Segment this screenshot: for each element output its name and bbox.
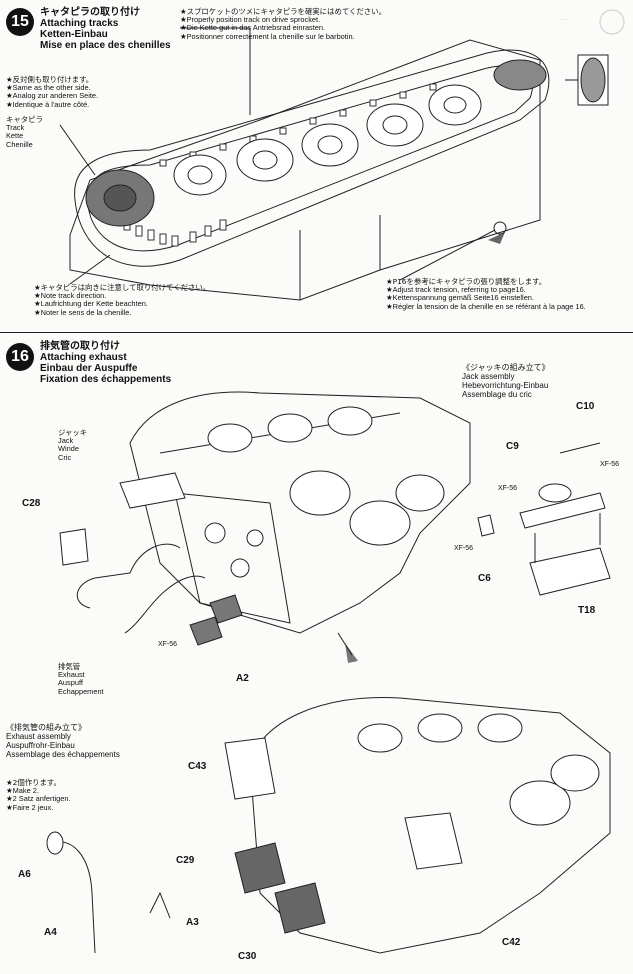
heading-line: Auspuffrohr-Einbau <box>6 741 75 750</box>
step-title-fr: Mise en place des chenilles <box>40 40 171 51</box>
heading-line: 《排気管の組み立て》 <box>6 723 86 732</box>
note-line: ★Kettenspannung gemäß Seite16 einstellen… <box>386 293 534 303</box>
jack-part-label: ジャッキ Jack Winde Cric <box>58 428 88 462</box>
track-attachment-illustration: … <box>59 9 625 301</box>
part-label-c6: C6 <box>478 573 491 584</box>
step-16-section: 16 排気管の取り付け Attaching exhaust Einbau der… <box>0 332 633 974</box>
exhaust-part-label: 排気管 Exhaust Auspuff Echappement <box>58 662 104 696</box>
step-title-de: Ketten-Einbau <box>40 29 108 40</box>
part-label-c10: C10 <box>576 401 595 412</box>
label-line: Track <box>6 123 25 133</box>
tension-note: ★P16を参考にキャタピラの張り調整をします。 ★Adjust track te… <box>386 277 586 311</box>
paint-label-xf56: XF-56 <box>454 545 474 552</box>
note-line: ★Positionner correctement la chenille su… <box>180 31 355 41</box>
other-side-note: ★反対側も取り付けます。 ★Same as the other side. ★A… <box>6 75 99 109</box>
track-part-label: キャタピラ Track Kette Chenille <box>6 115 43 149</box>
part-label-a3: A3 <box>186 917 199 928</box>
note-line: ★Note track direction. <box>34 291 107 301</box>
part-label-c29: C29 <box>176 855 195 866</box>
note-line: ★Analog zur anderen Seite. <box>6 91 99 101</box>
note-line: ★反対側も取り付けます。 <box>6 75 94 84</box>
sprocket-note: ★スプロケットのツメにキャタピラを確実にはめてください。 ★Properly p… <box>180 7 386 41</box>
heading-line: 《ジャッキの組み立て》 <box>462 363 550 372</box>
step-number-badge: 16 <box>6 343 34 371</box>
heading-line: Hebevorrichtung-Einbau <box>462 381 549 390</box>
note-line: ★2 Satz anfertigen. <box>6 794 71 804</box>
step-title: 排気管の取り付け Attaching exhaust Einbau der Au… <box>40 341 171 385</box>
make-two-note: ★2個作ります。 ★Make 2. ★2 Satz anfertigen. ★F… <box>6 778 71 812</box>
label-line: 排気管 <box>58 662 81 671</box>
paint-label-xf56: XF-56 <box>600 461 620 468</box>
jack-assembly-heading: 《ジャッキの組み立て》 Jack assembly Hebevorrichtun… <box>462 363 550 399</box>
part-label-c42: C42 <box>502 937 521 948</box>
step-title-ja: キャタピラの取り付け <box>40 7 140 18</box>
part-label-c30: C30 <box>238 951 257 962</box>
note-line: ★Régler la tension de la chenille en se … <box>386 301 586 311</box>
step-title-de: Einbau der Auspuffe <box>40 363 138 374</box>
heading-line: Jack assembly <box>462 372 515 381</box>
note-line: ★Noter le sens de la chenille. <box>34 307 132 317</box>
part-label-a2: A2 <box>236 673 249 684</box>
paint-label-xf56: XF-56 <box>498 485 518 492</box>
note-line: ★Same as the other side. <box>6 83 91 93</box>
step-title-en: Attaching exhaust <box>40 352 127 363</box>
paint-label-xf56: XF-56 <box>158 641 178 648</box>
step-title-fr: Fixation des échappements <box>40 374 172 385</box>
label-line: Exhaust <box>58 670 85 680</box>
label-line: Kette <box>6 131 24 141</box>
part-label-t18: T18 <box>578 605 596 616</box>
label-line: Echappement <box>58 686 104 696</box>
label-line: Winde <box>58 444 79 454</box>
part-label-c9: C9 <box>506 441 519 452</box>
note-line: ★スプロケットのツメにキャタピラを確実にはめてください。 <box>180 7 386 16</box>
part-label-c28: C28 <box>22 498 41 509</box>
note-line: ★Faire 2 jeux. <box>6 802 54 812</box>
label-line: Auspuff <box>58 678 83 688</box>
part-label-c43: C43 <box>188 761 207 772</box>
step-title: キャタピラの取り付け Attaching tracks Ketten-Einba… <box>40 7 171 51</box>
label-line: キャタピラ <box>6 115 43 124</box>
heading-line: Assemblage du cric <box>462 390 532 399</box>
exhaust-attachment-illustration <box>46 391 611 954</box>
step-title-en: Attaching tracks <box>40 18 119 29</box>
note-line: ★Laufrichtung der Kette beachten. <box>34 299 148 309</box>
label-line: Chenille <box>6 139 33 149</box>
exhaust-assembly-heading: 《排気管の組み立て》 Exhaust assembly Auspuffrohr-… <box>6 723 120 759</box>
step-15-section: … <box>0 0 633 332</box>
heading-line: Assemblage des échappements <box>6 750 120 759</box>
part-label-a4: A4 <box>44 927 57 938</box>
part-label-a6: A6 <box>18 869 31 880</box>
note-line: ★Make 2. <box>6 786 39 796</box>
step-title-ja: 排気管の取り付け <box>40 341 120 352</box>
note-line: ★Properly position track on drive sprock… <box>180 15 321 25</box>
label-line: Cric <box>58 452 72 462</box>
direction-note: ★キャタピラは向きに注意して取り付けてください。 ★Note track dir… <box>34 283 211 317</box>
note-line: ★2個作ります。 <box>6 778 61 787</box>
label-line: ジャッキ <box>58 428 88 437</box>
step-number-badge: 15 <box>6 8 34 36</box>
label-line: Jack <box>58 436 74 446</box>
note-line: ★P16を参考にキャタピラの張り調整をします。 <box>386 277 547 286</box>
note-line: ★Adjust track tension, referring to page… <box>386 285 526 295</box>
note-line: ★キャタピラは向きに注意して取り付けてください。 <box>34 283 211 292</box>
heading-line: Exhaust assembly <box>6 732 71 741</box>
svg-text:…: … <box>560 12 569 22</box>
note-line: ★Identique à l'autre côté. <box>6 99 90 109</box>
note-line: ★Die Kette gut in das Antriebsrad einras… <box>180 23 326 33</box>
